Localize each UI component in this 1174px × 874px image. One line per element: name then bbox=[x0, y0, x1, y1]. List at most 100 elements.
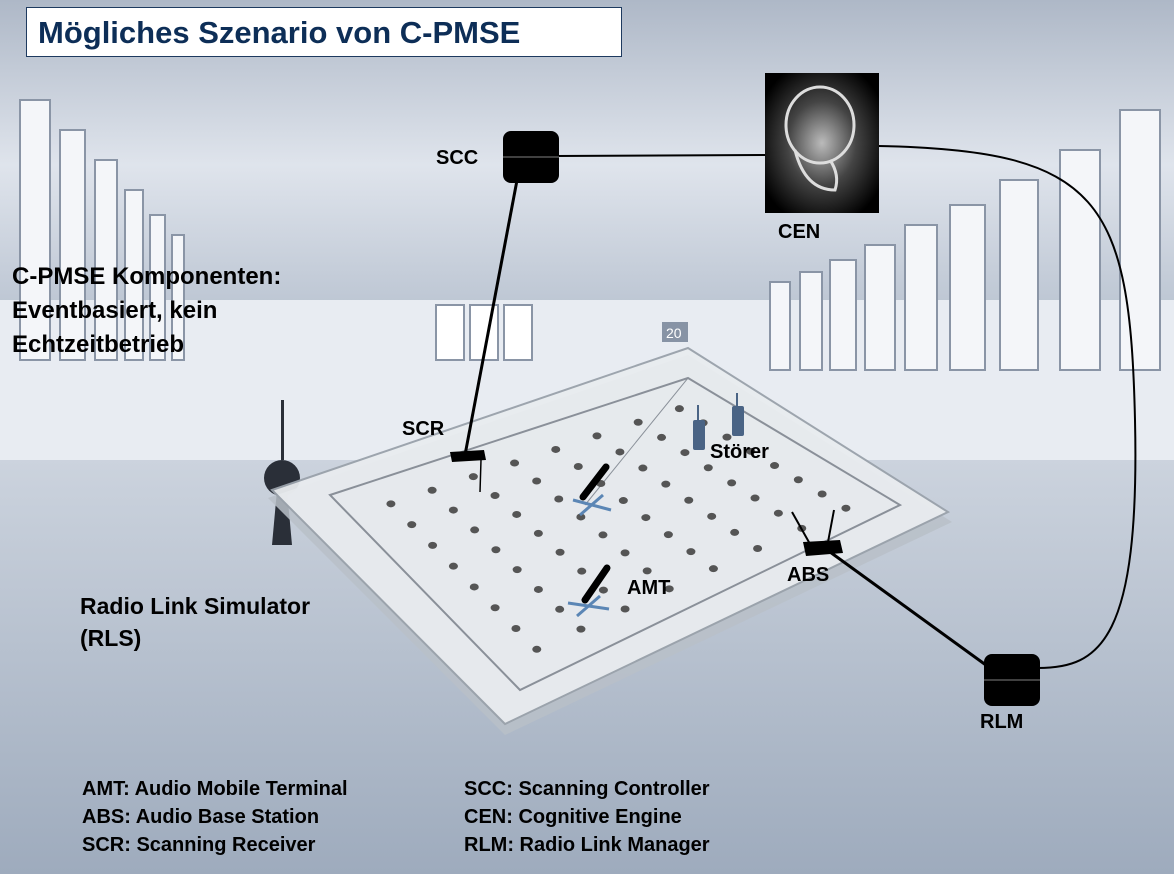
grid-dot bbox=[750, 494, 760, 502]
grid-dot bbox=[817, 490, 827, 498]
components-line: C-PMSE Komponenten: bbox=[12, 263, 282, 290]
grid-dot bbox=[576, 513, 586, 521]
grid-dot bbox=[511, 625, 521, 633]
grid-dot bbox=[773, 509, 783, 517]
hall-windows-left bbox=[19, 99, 185, 361]
grid-dot bbox=[533, 585, 543, 593]
grid-dot bbox=[707, 512, 717, 520]
cen-cognitive-engine-icon bbox=[765, 73, 879, 213]
interferer-icon bbox=[693, 393, 744, 450]
legend-item: SCC: Scanning Controller bbox=[464, 778, 710, 800]
grid-dot bbox=[428, 541, 438, 549]
grid-dot bbox=[448, 506, 458, 514]
grid-dot bbox=[722, 433, 732, 441]
grid-dot bbox=[674, 405, 684, 413]
grid-dot bbox=[490, 604, 500, 612]
components-heading: C-PMSE Komponenten: Eventbasiert, kein E… bbox=[12, 260, 281, 362]
grid-dot bbox=[510, 459, 520, 467]
grid-dot bbox=[664, 585, 674, 593]
scr-device-icon bbox=[450, 450, 486, 493]
label-rlm: RLM bbox=[980, 711, 1024, 733]
link-scc-scr bbox=[463, 174, 520, 456]
grid-dot bbox=[638, 464, 648, 472]
hall-sign-number: 20 bbox=[666, 325, 682, 341]
grid-dot bbox=[468, 473, 478, 481]
grid-dot bbox=[598, 586, 608, 594]
grid-dot bbox=[753, 545, 763, 553]
grid-dot bbox=[793, 476, 803, 484]
grid-dot bbox=[642, 567, 652, 575]
page-title: Mögliches Szenario von C-PMSE bbox=[38, 15, 521, 50]
label-amt: AMT bbox=[627, 577, 671, 599]
legend-item: AMT: Audio Mobile Terminal bbox=[82, 778, 348, 800]
grid-dot bbox=[533, 529, 543, 537]
grid-dot bbox=[598, 531, 608, 539]
grid-dot bbox=[470, 526, 480, 534]
link-abs-rlm bbox=[829, 550, 991, 670]
grid-dot bbox=[661, 480, 671, 488]
grid-dot bbox=[555, 548, 565, 556]
grid-dot bbox=[490, 492, 500, 500]
rlm-device-icon bbox=[984, 654, 1040, 706]
grid-dot bbox=[657, 433, 667, 441]
legend-item: CEN: Cognitive Engine bbox=[464, 806, 682, 828]
grid-dot bbox=[727, 479, 737, 487]
grid-dot bbox=[770, 462, 780, 470]
legend-left: AMT: Audio Mobile Terminal ABS: Audio Ba… bbox=[82, 775, 348, 859]
label-scr: SCR bbox=[402, 418, 445, 440]
grid-dot bbox=[686, 548, 696, 556]
grid-dot bbox=[554, 495, 564, 503]
rls-label-line: Radio Link Simulator bbox=[80, 593, 311, 619]
grid-dot bbox=[703, 464, 713, 472]
legend-right: SCC: Scanning Controller CEN: Cognitive … bbox=[464, 775, 710, 859]
grid-dot bbox=[555, 605, 565, 613]
rls-board bbox=[270, 346, 951, 726]
grid-dot bbox=[448, 562, 458, 570]
grid-dot bbox=[469, 583, 479, 591]
grid-dot bbox=[663, 531, 673, 539]
label-stoerer: Störer bbox=[710, 441, 769, 463]
rls-board-floorplan bbox=[328, 376, 903, 692]
grid-dot bbox=[680, 449, 690, 457]
grid-dot bbox=[577, 567, 587, 575]
grid-dot bbox=[746, 447, 756, 455]
grid-dot bbox=[620, 549, 630, 557]
label-scc: SCC bbox=[436, 147, 479, 169]
link-cen-rlm bbox=[877, 145, 1137, 669]
legend-item: ABS: Audio Base Station bbox=[82, 806, 320, 828]
grid-dot bbox=[532, 645, 542, 653]
hall-windows-right bbox=[769, 109, 1161, 371]
abs-device-icon bbox=[791, 509, 843, 556]
grid-dot bbox=[620, 605, 630, 613]
grid-dot bbox=[491, 546, 501, 554]
grid-dot bbox=[551, 445, 561, 453]
grid-dot bbox=[386, 500, 396, 508]
label-abs: ABS bbox=[787, 564, 830, 586]
components-line: Echtzeitbetrieb bbox=[12, 331, 185, 358]
grid-dot bbox=[512, 566, 522, 574]
components-line: Eventbasiert, kein bbox=[12, 297, 218, 324]
hall-sign bbox=[662, 322, 688, 342]
grid-dot bbox=[684, 496, 694, 504]
amt-microphone-icon bbox=[572, 463, 612, 517]
rls-label-line: (RLS) bbox=[80, 625, 142, 651]
grid-dot bbox=[573, 462, 583, 470]
grid-dot bbox=[532, 477, 542, 485]
legend-item: SCR: Scanning Receiver bbox=[82, 834, 316, 856]
grid-dot bbox=[576, 625, 586, 633]
grid-dot bbox=[592, 432, 602, 440]
grid-dot bbox=[615, 448, 625, 456]
grid-dot bbox=[427, 486, 437, 494]
grid-dot bbox=[633, 418, 643, 426]
grid-dot bbox=[730, 528, 740, 536]
legend-item: RLM: Radio Link Manager bbox=[464, 834, 710, 856]
amt-microphone-icon bbox=[567, 564, 611, 618]
grid-dot bbox=[708, 565, 718, 573]
grid-dot bbox=[618, 497, 628, 505]
rls-label: Radio Link Simulator (RLS) bbox=[80, 590, 310, 654]
scc-device-icon bbox=[503, 131, 559, 183]
title-box: Mögliches Szenario von C-PMSE bbox=[26, 7, 622, 57]
grid-dot bbox=[841, 504, 851, 512]
label-cen: CEN bbox=[778, 221, 821, 243]
